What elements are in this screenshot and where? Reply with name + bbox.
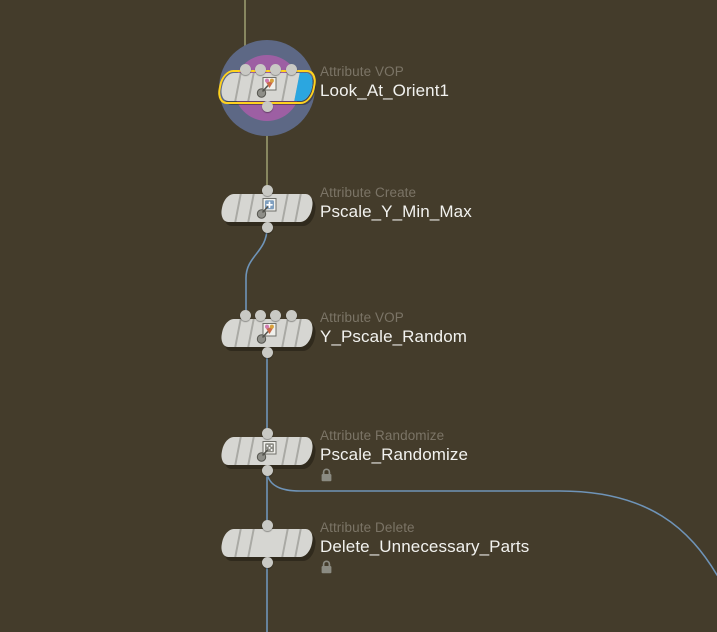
node-op-type: Attribute Create xyxy=(320,185,417,200)
node-stripe xyxy=(293,194,303,222)
node-labels: Attribute VOP Y_Pscale_Random xyxy=(320,309,467,347)
node-stripe xyxy=(233,194,243,222)
node-op-type: Attribute Randomize xyxy=(320,428,445,443)
node-stripe xyxy=(293,529,303,557)
input-connector[interactable] xyxy=(285,309,297,321)
node-name: Pscale_Randomize xyxy=(320,445,469,464)
node-labels: Attribute VOP Look_At_Orient1 xyxy=(320,63,449,101)
input-connector[interactable] xyxy=(270,63,282,75)
input-connector[interactable] xyxy=(254,309,266,321)
node-stripe xyxy=(233,529,243,557)
output-connector[interactable] xyxy=(261,556,273,568)
node-stripe xyxy=(293,319,303,347)
output-connector[interactable] xyxy=(261,464,273,476)
node-name: Delete_Unnecessary_Parts xyxy=(320,537,530,556)
node-name: Look_At_Orient1 xyxy=(320,81,450,100)
node-stripe xyxy=(280,319,290,347)
node-body[interactable] xyxy=(219,529,318,561)
node-stripe xyxy=(280,529,290,557)
input-connector[interactable] xyxy=(270,309,282,321)
attribrandomize-icon xyxy=(256,440,278,462)
input-connector[interactable] xyxy=(261,184,273,196)
node-tile[interactable] xyxy=(219,529,315,557)
vop-icon xyxy=(256,322,278,344)
input-connector[interactable] xyxy=(261,427,273,439)
vop-icon xyxy=(256,76,278,98)
connection-wire[interactable] xyxy=(245,227,268,315)
node-stripe xyxy=(280,194,290,222)
node-stripe xyxy=(233,319,243,347)
node-stripe xyxy=(233,437,243,465)
node-name: Pscale_Y_Min_Max xyxy=(320,202,472,221)
input-connector[interactable] xyxy=(239,63,251,75)
output-connector[interactable] xyxy=(261,221,273,233)
node-stripe xyxy=(246,194,256,222)
node-stripe xyxy=(246,319,256,347)
lock-icon[interactable] xyxy=(320,468,333,482)
node-op-type: Attribute VOP xyxy=(320,310,404,325)
input-connector[interactable] xyxy=(254,63,266,75)
node-op-type: Attribute VOP xyxy=(320,64,404,79)
node-op-type: Attribute Delete xyxy=(320,520,415,535)
lock-icon[interactable] xyxy=(320,560,333,574)
node-name: Y_Pscale_Random xyxy=(320,327,468,346)
node-stripe xyxy=(246,437,256,465)
node-stripe xyxy=(246,529,256,557)
input-connector[interactable] xyxy=(239,309,251,321)
input-connector[interactable] xyxy=(285,63,297,75)
input-connector[interactable] xyxy=(261,519,273,531)
attribcreate-icon xyxy=(256,197,278,219)
output-connector[interactable] xyxy=(261,346,273,358)
node-stripe xyxy=(293,437,303,465)
output-connector[interactable] xyxy=(261,100,273,112)
node-stripe xyxy=(280,437,290,465)
